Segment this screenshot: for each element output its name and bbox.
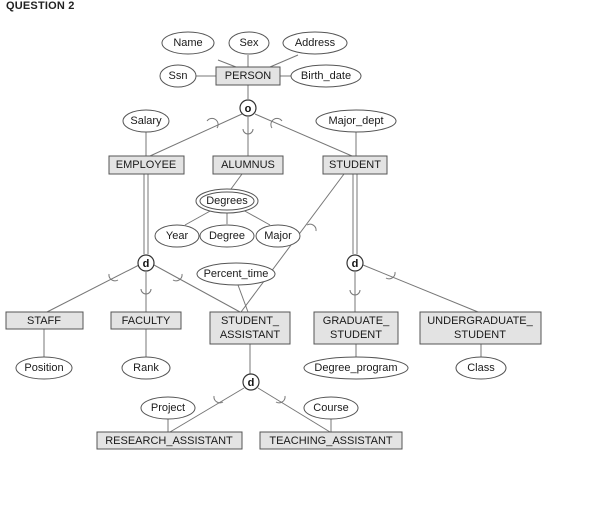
connector-lines — [43, 54, 482, 433]
svg-text:Ssn: Ssn — [169, 70, 188, 82]
subset-symbols — [108, 117, 396, 404]
svg-text:Rank: Rank — [133, 362, 159, 374]
attribute-rank: Rank — [121, 356, 171, 380]
svg-text:Salary: Salary — [130, 115, 162, 127]
attribute-course: Course — [303, 396, 359, 420]
attribute-project: Project — [140, 396, 196, 420]
svg-text:TEACHING_ASSISTANT: TEACHING_ASSISTANT — [269, 435, 393, 447]
svg-text:Address: Address — [295, 37, 336, 49]
subset-symbol-research — [213, 395, 224, 404]
svg-text:FACULTY: FACULTY — [122, 315, 171, 327]
svg-text:Birth_date: Birth_date — [301, 70, 351, 82]
svg-text:STUDENT: STUDENT — [329, 159, 381, 171]
svg-text:STUDENT_: STUDENT_ — [221, 315, 280, 327]
svg-text:Project: Project — [151, 402, 185, 414]
svg-text:Degree: Degree — [209, 230, 245, 242]
svg-text:o: o — [245, 103, 252, 115]
specialization-disjoint-student: d — [346, 254, 364, 272]
svg-text:Major_dept: Major_dept — [328, 115, 383, 127]
subset-symbol-student-assistant-2 — [172, 273, 183, 282]
svg-text:STUDENT: STUDENT — [330, 329, 382, 341]
subset-symbol-student — [270, 117, 283, 129]
specialization-overlap-person: o — [239, 99, 257, 117]
entity-student: STUDENT — [322, 155, 388, 175]
entity-research-assistant: RESEARCH_ASSISTANT — [96, 431, 243, 450]
attribute-major: Major — [255, 224, 301, 248]
svg-text:ALUMNUS: ALUMNUS — [221, 159, 275, 171]
subset-symbol-undergraduate — [385, 271, 396, 280]
subset-symbol-staff — [108, 273, 119, 282]
svg-text:ASSISTANT: ASSISTANT — [220, 329, 281, 341]
svg-text:Degrees: Degrees — [206, 195, 248, 207]
entity-undergraduate-student: UNDERGRADUATE_ STUDENT — [419, 311, 542, 345]
entity-graduate-student: GRADUATE_ STUDENT — [313, 311, 399, 345]
question-heading: QUESTION 2 — [6, 0, 75, 12]
svg-text:Course: Course — [313, 402, 348, 414]
svg-text:PERSON: PERSON — [225, 70, 272, 82]
specialization-disjoint-employee: d — [137, 254, 155, 272]
attribute-name: Name — [161, 31, 215, 55]
entity-student-assistant: STUDENT_ ASSISTANT — [209, 311, 291, 345]
subset-symbol-student-assistant — [306, 223, 317, 232]
attribute-percent-time: Percent_time — [196, 262, 276, 286]
attribute-ssn: Ssn — [159, 64, 197, 88]
svg-text:Sex: Sex — [240, 37, 259, 49]
svg-text:EMPLOYEE: EMPLOYEE — [116, 159, 177, 171]
svg-text:Major: Major — [264, 230, 292, 242]
attribute-birth-date: Birth_date — [290, 64, 362, 88]
attribute-degree-program: Degree_program — [303, 356, 409, 380]
attribute-major-dept: Major_dept — [315, 109, 397, 133]
svg-text:d: d — [352, 258, 359, 270]
svg-text:Degree_program: Degree_program — [314, 362, 397, 374]
entity-employee: EMPLOYEE — [108, 155, 185, 175]
svg-text:Position: Position — [24, 362, 63, 374]
subset-symbol-employee — [206, 117, 219, 129]
svg-text:d: d — [248, 377, 255, 389]
svg-text:Class: Class — [467, 362, 495, 374]
svg-text:Percent_time: Percent_time — [204, 268, 269, 280]
attribute-address: Address — [282, 31, 348, 55]
attribute-class: Class — [455, 356, 507, 380]
specialization-disjoint-student-assistant: d — [242, 373, 260, 391]
entity-person: PERSON — [215, 66, 281, 86]
attribute-degrees-multivalued: Degrees — [195, 188, 259, 214]
attribute-position: Position — [15, 356, 73, 380]
subset-symbol-graduate — [349, 289, 361, 296]
svg-text:STUDENT: STUDENT — [454, 329, 506, 341]
attribute-degree: Degree — [199, 224, 255, 248]
entity-alumnus: ALUMNUS — [212, 155, 284, 175]
entity-teaching-assistant: TEACHING_ASSISTANT — [259, 431, 403, 450]
entity-staff: STAFF — [5, 311, 84, 330]
subset-symbol-alumnus — [242, 128, 254, 135]
attribute-sex: Sex — [228, 31, 270, 55]
svg-text:GRADUATE_: GRADUATE_ — [323, 315, 390, 327]
subset-symbol-teaching — [275, 395, 286, 404]
svg-text:Year: Year — [166, 230, 189, 242]
svg-text:UNDERGRADUATE_: UNDERGRADUATE_ — [427, 315, 533, 327]
svg-text:Name: Name — [173, 37, 202, 49]
subset-symbol-faculty — [140, 288, 152, 295]
attribute-year: Year — [154, 224, 200, 248]
svg-text:d: d — [143, 258, 150, 270]
attribute-salary: Salary — [122, 109, 170, 133]
svg-text:STAFF: STAFF — [27, 315, 61, 327]
svg-text:RESEARCH_ASSISTANT: RESEARCH_ASSISTANT — [105, 435, 233, 447]
entity-faculty: FACULTY — [110, 311, 182, 330]
